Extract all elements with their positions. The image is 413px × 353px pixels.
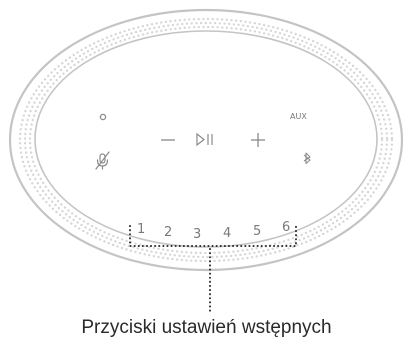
play-pause-icon[interactable] xyxy=(196,132,213,147)
preset-buttons-caption: Przyciski ustawień wstępnych xyxy=(81,317,332,338)
speaker-grille xyxy=(18,17,394,263)
mic-off-icon[interactable] xyxy=(95,151,110,170)
speaker-outer-outline xyxy=(8,8,404,272)
bluetooth-icon[interactable] xyxy=(303,152,311,165)
plus-icon[interactable] xyxy=(251,133,265,147)
preset-button-2[interactable]: 2 xyxy=(164,225,173,240)
preset-button-4[interactable]: 4 xyxy=(223,226,232,241)
preset-bracket xyxy=(129,225,297,313)
control-panel-outline xyxy=(34,30,378,248)
preset-button-3[interactable]: 3 xyxy=(193,227,202,242)
preset-button-1[interactable]: 1 xyxy=(137,222,146,237)
aux-label[interactable]: AUX xyxy=(290,112,307,121)
preset-button-5[interactable]: 5 xyxy=(253,224,262,239)
action-dot-icon[interactable] xyxy=(99,113,107,121)
preset-button-6[interactable]: 6 xyxy=(282,220,291,235)
